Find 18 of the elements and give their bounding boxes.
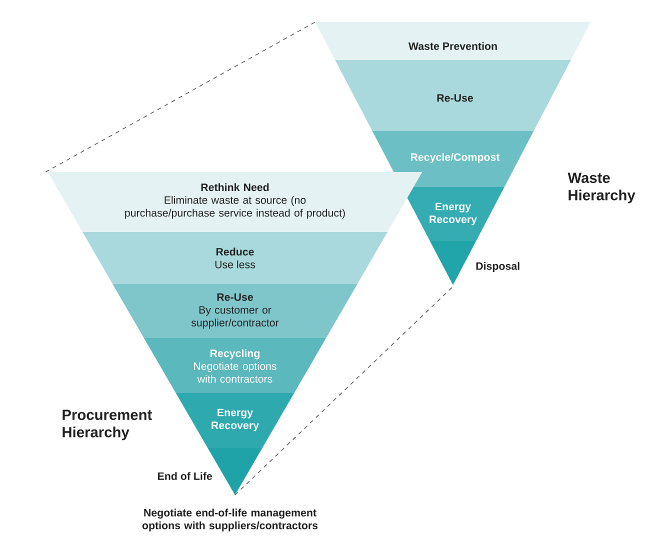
hierarchy-band: Recycle/Compost — [372, 131, 534, 187]
hierarchy-title: Procurement Hierarchy — [62, 410, 152, 440]
node-label: Disposal — [476, 262, 520, 272]
note-text: Negotiate end-of-life management options with suppliers/contractors — [142, 508, 318, 532]
hierarchy-title: Waste Hierarchy — [568, 172, 636, 204]
hierarchy-band: Reduce Use less — [82, 232, 388, 284]
hierarchy-band: Re-Use — [335, 60, 571, 131]
perspective-line — [234, 286, 454, 496]
hierarchy-band: Waste Prevention — [315, 22, 591, 60]
hierarchy-band: End of Life — [158, 448, 262, 495]
perspective-line — [45, 22, 316, 172]
hierarchy-band: Rethink Need Eliminate waste at source (no purchase/purchase service instead of product) — [48, 172, 422, 232]
hierarchy-band: Disposal — [430, 241, 520, 285]
hierarchy-band: Energy Recovery — [176, 393, 294, 448]
hierarchy-band: Recycling Negotiate options with contractors — [144, 338, 326, 393]
hierarchy-band: Re-Use By customer or supplier/contractor — [112, 284, 358, 338]
node-label: End of Life — [158, 472, 212, 480]
hierarchy-band: Energy Recovery — [402, 187, 504, 241]
